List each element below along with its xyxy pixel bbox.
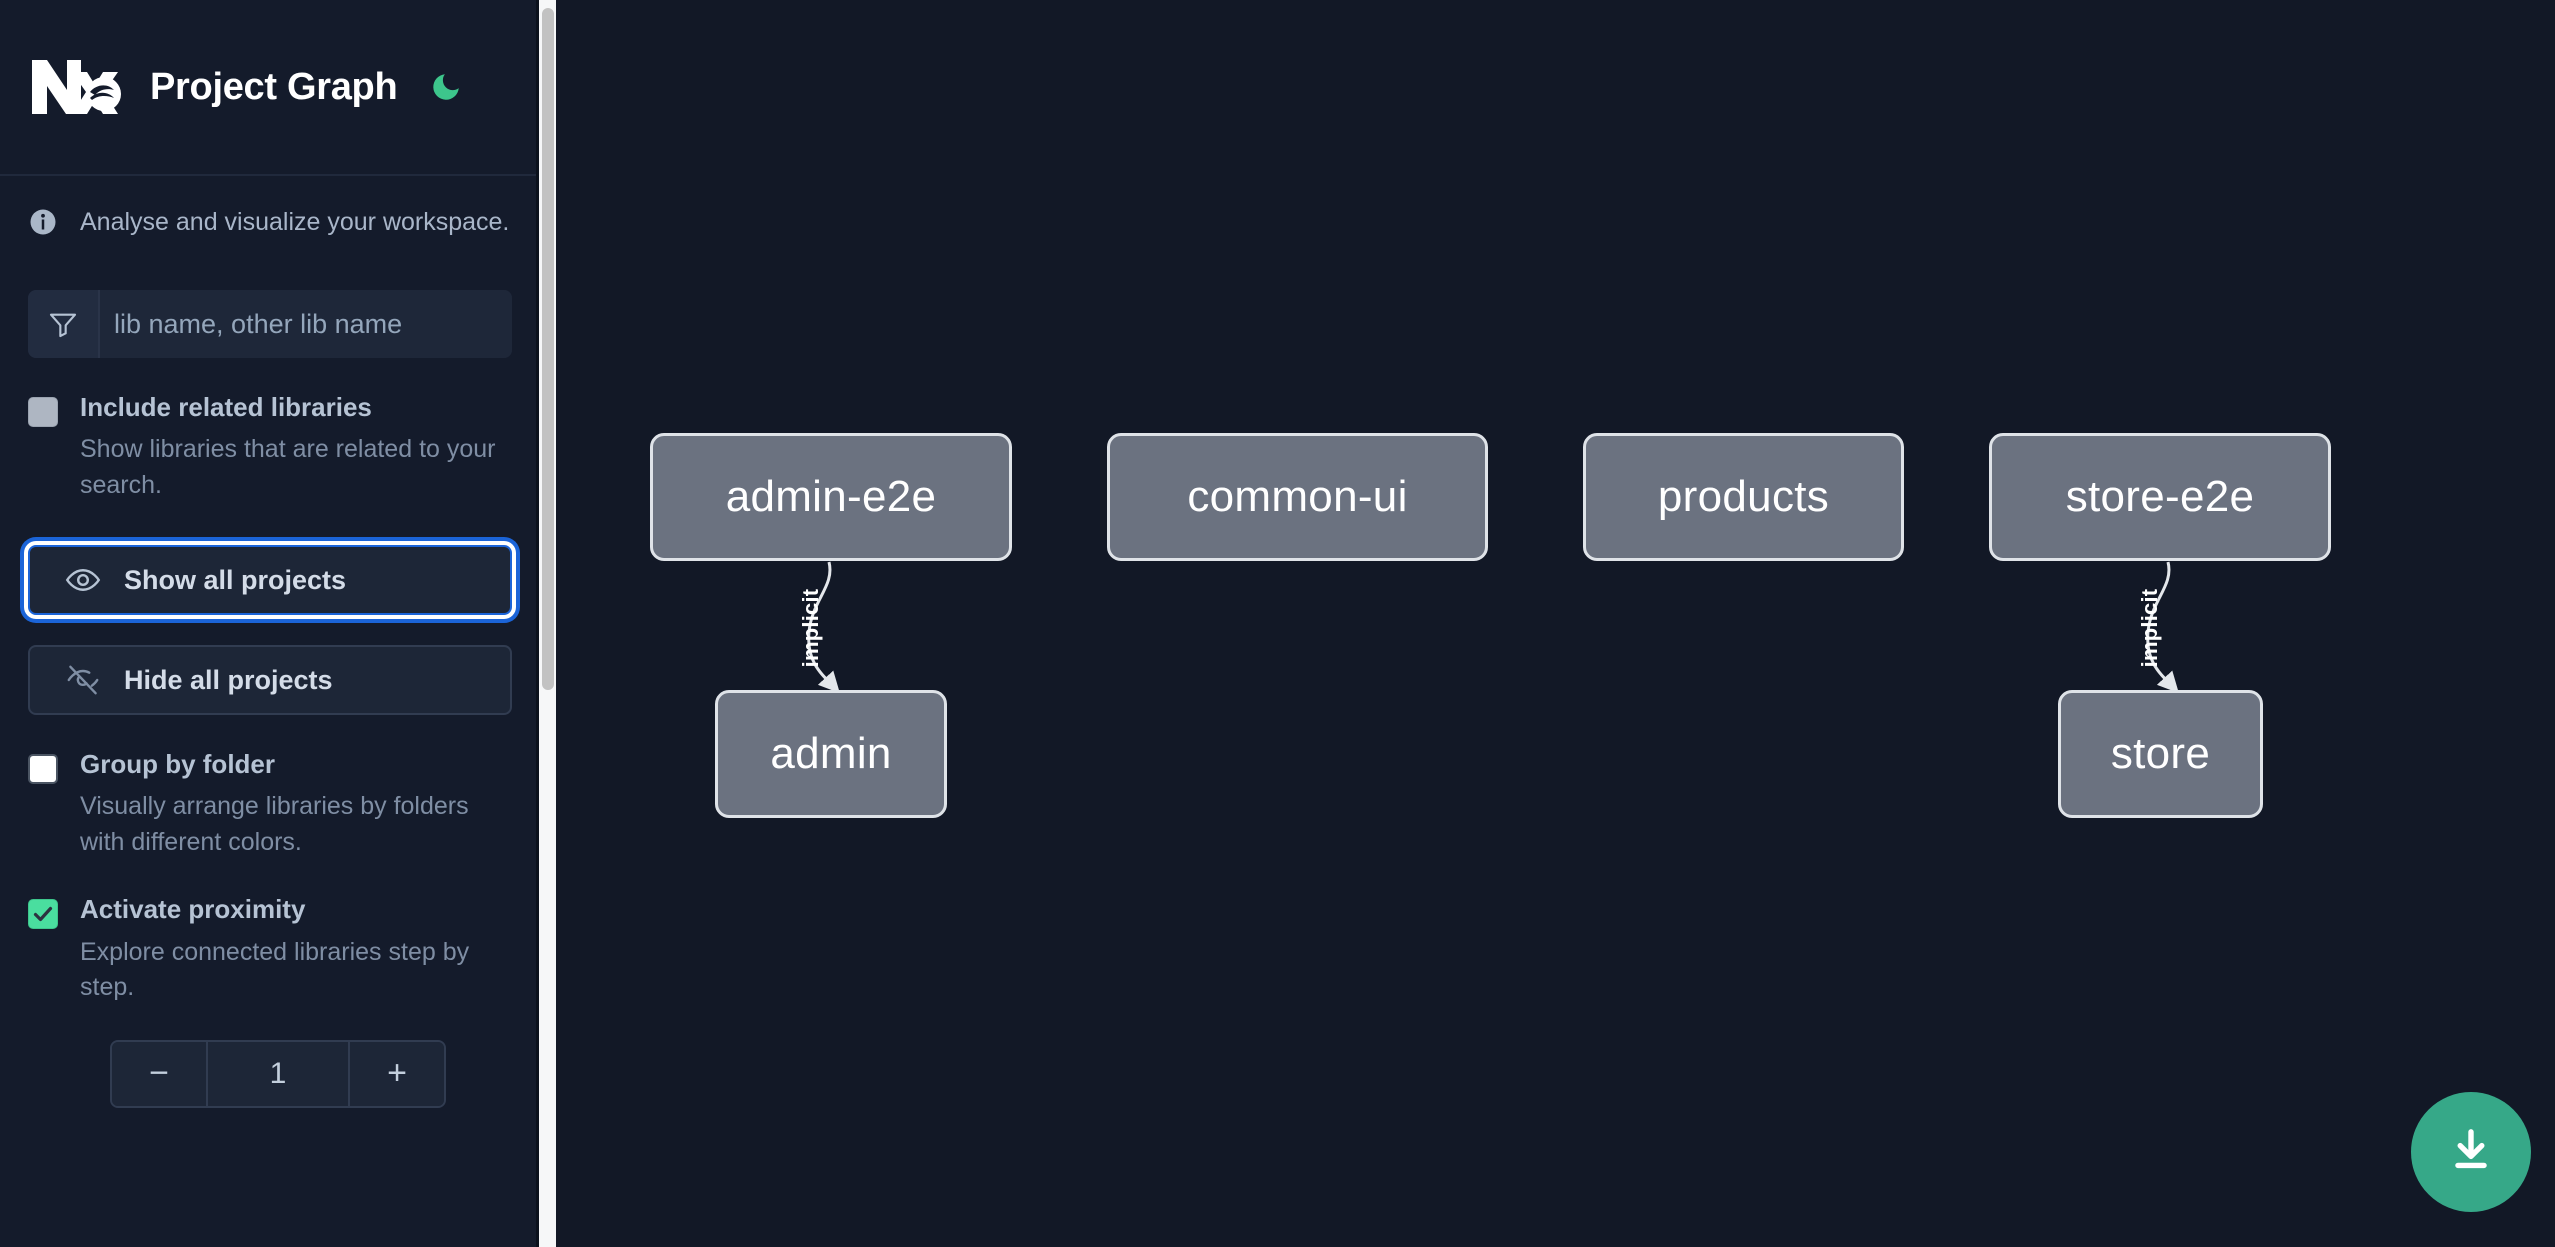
filter-funnel-icon[interactable] — [28, 290, 100, 358]
search-bar — [28, 290, 512, 358]
option-description: Visually arrange libraries by folders wi… — [80, 792, 469, 856]
hide-all-projects-label: Hide all projects — [124, 664, 333, 695]
eye-icon — [64, 561, 102, 599]
group-by-folder-checkbox[interactable] — [28, 754, 58, 785]
info-icon — [28, 207, 58, 237]
sidebar-scrollbar-thumb[interactable] — [542, 8, 554, 690]
option-title: Activate proximity — [80, 894, 306, 925]
graph-node-products[interactable]: products — [1583, 433, 1904, 561]
moon-icon[interactable] — [425, 66, 467, 108]
nx-logo-icon — [28, 50, 126, 124]
graph-node-store[interactable]: store — [2058, 690, 2263, 818]
option-activate-proximity: Activate proximity Explore connected lib… — [0, 894, 540, 1005]
graph-node-common-ui[interactable]: common-ui — [1107, 433, 1488, 561]
proximity-stepper-wrap: − 1 + — [0, 1039, 540, 1108]
edge-store-e2e-to-store — [2146, 561, 2179, 694]
visibility-buttons: Show all projects Hide all projects — [0, 545, 540, 716]
sidebar-content: Project Graph Analyse and visualize yo — [0, 0, 540, 1247]
graph-node-admin[interactable]: admin — [715, 690, 947, 818]
hide-all-projects-button[interactable]: Hide all projects — [28, 645, 512, 716]
sidebar-subtitle-text: Analyse and visualize your workspace. — [80, 207, 510, 236]
option-title: Include related libraries — [80, 392, 372, 422]
edge-label-implicit: implicit — [2137, 588, 2162, 668]
graph-node-admin-e2e[interactable]: admin-e2e — [650, 433, 1012, 561]
check-icon — [33, 907, 53, 922]
proximity-stepper: − 1 + — [110, 1039, 446, 1108]
sidebar-subtitle: Analyse and visualize your workspace. — [0, 176, 540, 268]
proximity-decrement-button[interactable]: − — [112, 1041, 208, 1106]
download-graph-button[interactable] — [2411, 1092, 2531, 1212]
option-description: Show libraries that are related to your … — [80, 435, 496, 499]
sidebar-header: Project Graph — [0, 0, 540, 176]
include-related-libraries-checkbox[interactable] — [28, 397, 58, 427]
option-description: Explore connected libraries step by step… — [80, 937, 470, 1002]
activate-proximity-checkbox[interactable] — [28, 899, 58, 930]
sidebar-edge — [536, 0, 539, 1247]
graph-edges — [807, 561, 2179, 694]
download-icon — [2444, 1124, 2498, 1181]
show-all-projects-button[interactable]: Show all projects — [28, 545, 512, 616]
option-group-by-folder: Group by folder Visually arrange librari… — [0, 749, 540, 860]
proximity-increment-button[interactable]: + — [348, 1041, 444, 1106]
option-text: Include related libraries Show libraries… — [80, 392, 512, 503]
eye-off-icon — [64, 661, 102, 699]
edge-admin-e2e-to-admin — [807, 561, 840, 694]
edge-label-implicit: implicit — [798, 588, 823, 668]
option-include-related-libraries: Include related libraries Show libraries… — [0, 392, 540, 503]
option-text: Activate proximity Explore connected lib… — [80, 894, 512, 1005]
graph-canvas[interactable]: admin-e2e admin common-ui products store… — [556, 0, 2555, 1247]
proximity-value: 1 — [269, 1056, 287, 1090]
option-title: Group by folder — [80, 749, 275, 780]
option-text: Group by folder Visually arrange librari… — [80, 749, 512, 860]
sidebar-scrollbar[interactable] — [539, 0, 556, 1247]
graph-node-store-e2e[interactable]: store-e2e — [1989, 433, 2331, 561]
show-all-projects-label: Show all projects — [124, 564, 347, 595]
app-title: Project Graph — [150, 65, 398, 108]
sidebar: Project Graph Analyse and visualize yo — [0, 0, 556, 1247]
search-input[interactable] — [100, 290, 512, 358]
